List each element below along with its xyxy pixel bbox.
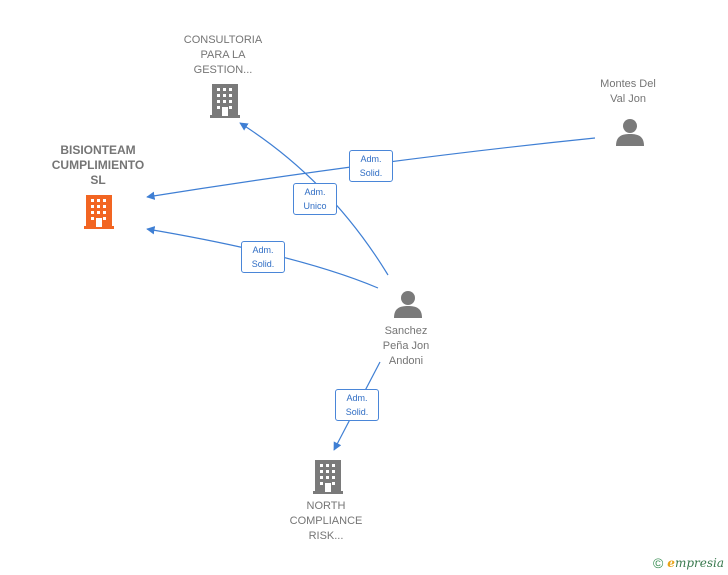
edge-badge-montes-bisionteam[interactable]: Adm. Solid. <box>349 150 393 182</box>
person-icon[interactable] <box>394 291 422 318</box>
edge-badge-sanchez-bisionteam[interactable]: Adm. Solid. <box>241 241 285 273</box>
node-label-north[interactable]: NORTH COMPLIANCE RISK... <box>289 500 363 542</box>
copyright-footer: © empresia <box>653 555 724 571</box>
brand-logo: empresia <box>667 556 724 570</box>
building-icon[interactable] <box>210 84 240 118</box>
node-label-sanchez[interactable]: Sanchez Peña Jon Andoni <box>382 325 430 367</box>
edge-badge-sanchez-north[interactable]: Adm. Solid. <box>335 389 379 421</box>
node-label-montes[interactable]: Montes Del Val Jon <box>600 78 656 105</box>
building-icon[interactable] <box>313 460 343 494</box>
building-icon-focus[interactable] <box>84 195 114 229</box>
copyright-icon: © <box>652 555 664 571</box>
node-label-bisionteam[interactable]: BISIONTEAM CUMPLIMIENTO SL <box>51 143 145 187</box>
person-icon[interactable] <box>616 119 644 146</box>
edge-badge-sanchez-consultoria[interactable]: Adm. Unico <box>293 183 337 215</box>
node-label-consultoria[interactable]: CONSULTORIA PARA LA GESTION... <box>183 34 263 76</box>
